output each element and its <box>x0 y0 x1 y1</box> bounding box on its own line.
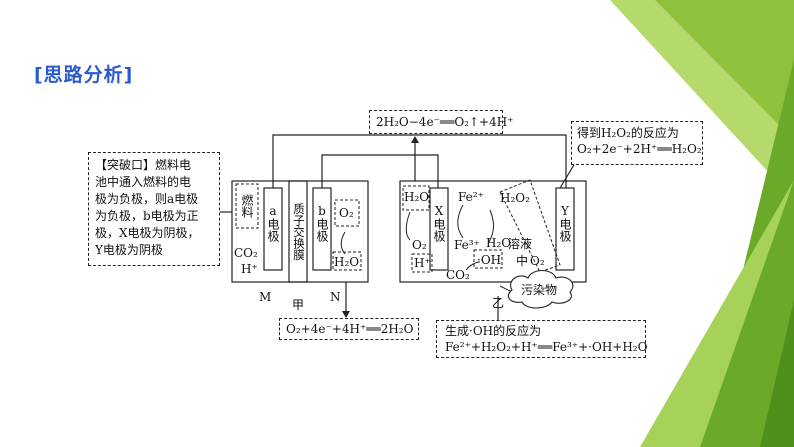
h2o2-reaction: O₂+2e⁻+2H⁺══H₂O₂ <box>577 142 702 156</box>
h2o-label: H₂O <box>334 255 360 269</box>
h-plus-label: H⁺ <box>241 262 258 276</box>
breakthrough-line: Y电极为阴极 <box>95 243 163 257</box>
label-yi: 乙 <box>492 296 505 310</box>
section-heading: [思路分析] <box>34 64 134 86</box>
fuel-label: 燃料 <box>240 194 254 218</box>
breakthrough-line: 【突破口】燃料电 <box>95 158 192 172</box>
breakthrough-line: 池中通入燃料的电 <box>95 175 192 189</box>
proton-exchange-membrane: 质子交换膜 <box>292 203 306 261</box>
o2-left-label: O₂ <box>412 238 427 252</box>
cathode-reaction-box: O₂+4e⁻+4H⁺══2H₂O <box>279 318 419 340</box>
h2o-mid-label: H₂O <box>486 236 512 250</box>
breakthrough-line: 极，X电极为阴极， <box>95 226 200 240</box>
fe2-label: Fe²⁺ <box>458 190 484 204</box>
label-m: M <box>259 290 272 304</box>
co2-yi-label: CO₂ <box>446 268 470 282</box>
breakthrough-line: 为负极，b电极为正 <box>95 209 199 223</box>
hydroxyl-label: ·OH <box>477 253 502 267</box>
label-jia: 甲 <box>292 298 305 312</box>
cathode-reaction: O₂+4e⁻+4H⁺══2H₂O <box>286 322 414 336</box>
hydroxyl-reaction-box: 生成·OH的反应为 Fe²⁺+H₂O₂+H⁺══Fe³⁺+·OH+H₂O <box>436 320 648 358</box>
h2o2-label: H₂O₂ <box>500 191 530 205</box>
h2o-left-label: H₂O <box>404 190 430 204</box>
h2o2-reaction-title: 得到H₂O₂的反应为 <box>577 126 679 140</box>
o2-mid-label: O₂ <box>530 254 545 268</box>
h2o2-reaction-box: 得到H₂O₂的反应为 O₂+2e⁻+2H⁺══H₂O₂ <box>571 121 703 165</box>
fe3-label: Fe³⁺ <box>454 238 480 252</box>
hydroxyl-reaction-title: 生成·OH的反应为 <box>445 324 542 338</box>
h-plus-left-label: H⁺ <box>414 256 431 270</box>
electrode-b-label: b电极 <box>315 204 329 242</box>
zhong-label: 中 <box>516 254 529 268</box>
o2-label: O₂ <box>339 206 354 220</box>
co2-label: CO₂ <box>234 246 258 260</box>
breakthrough-box: 【突破口】燃料电 池中通入燃料的电 极为负极，则a电极 为负极，b电极为正 极，… <box>88 152 220 266</box>
hydroxyl-reaction: Fe²⁺+H₂O₂+H⁺══Fe³⁺+·OH+H₂O <box>445 340 648 354</box>
electrode-y-label: Y电极 <box>558 204 572 242</box>
label-n: N <box>330 290 341 304</box>
breakthrough-line: 极为负极，则a电极 <box>95 192 199 206</box>
pollutant-label: 污染物 <box>521 283 558 297</box>
anode-reaction: 2H₂O−4e⁻══O₂↑+4H⁺ <box>376 115 514 129</box>
electrode-x-label: X电极 <box>432 204 446 242</box>
solution-label: 溶液 <box>508 237 533 251</box>
electrode-a-label: a电极 <box>266 204 280 242</box>
anode-reaction-box: 2H₂O−4e⁻══O₂↑+4H⁺ <box>369 110 514 134</box>
